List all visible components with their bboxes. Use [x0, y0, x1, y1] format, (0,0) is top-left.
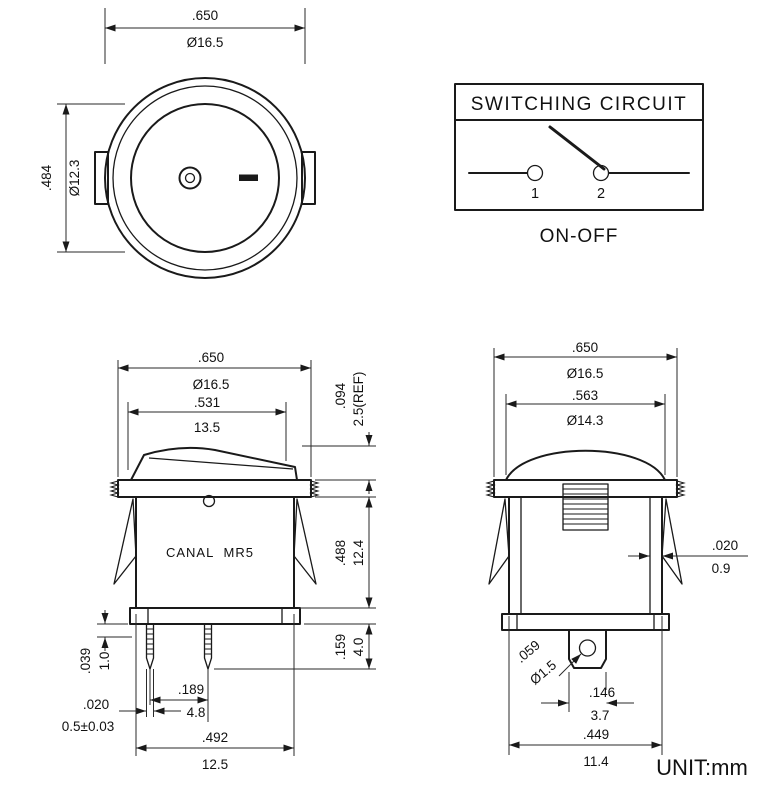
- side-view-dimensions: .650 Ø16.5 .531 13.5 .094 2.5(REF) .488 …: [62, 350, 376, 772]
- dim-body-height-inch: .488: [333, 540, 348, 566]
- dim-base-width-mm: 12.5: [202, 757, 228, 772]
- dim-pin-pitch-inch: .189: [178, 682, 204, 697]
- dim-rocker-width-inch: .531: [194, 395, 220, 410]
- dim-rocker-width-mm: 13.5: [194, 420, 220, 435]
- unit-note: UNIT:mm: [656, 755, 748, 780]
- terminal-pin-2: [203, 624, 213, 670]
- dim-terminal-width-mm: 3.7: [591, 708, 610, 723]
- side-view: CANAL MR5: [109, 446, 320, 670]
- switch-mode-label: ON-OFF: [540, 226, 619, 247]
- dim-dome-width-inch: .563: [572, 388, 598, 403]
- terminal-pin-1: [145, 624, 155, 670]
- dim-side-width-inch: .650: [198, 350, 224, 365]
- dim-pin-thickness-inch: .020: [83, 697, 109, 712]
- switching-circuit-panel: SWITCHING CIRCUIT 1 2 ON-OFF: [454, 83, 704, 247]
- dim-pin-pitch-mm: 4.8: [187, 705, 206, 720]
- bezel-flange: [117, 479, 312, 498]
- mounting-ear-left: [94, 151, 109, 205]
- on-symbol-dash: [239, 174, 258, 181]
- dim-front-height-inch: .484: [39, 164, 54, 191]
- mounting-ear-right: [301, 151, 316, 205]
- terminal-1-label: 1: [531, 186, 539, 202]
- rocker-profile: [130, 446, 298, 481]
- dim-pin-thickness-mm: 0.5±0.03: [62, 719, 114, 734]
- dim-front-height-mm: Ø12.3: [67, 160, 82, 197]
- dim-rear-width-inch: .650: [572, 340, 598, 355]
- flat-terminal: [568, 629, 607, 669]
- terminal-2-label: 2: [597, 186, 605, 202]
- bezel-outer-circle: [104, 77, 306, 279]
- dim-rear-width-mm: Ø16.5: [567, 366, 604, 381]
- dim-shoulder-inch: .039: [78, 648, 93, 674]
- off-symbol-dot: [184, 172, 196, 184]
- rocker-circle: [130, 103, 280, 253]
- dim-body-height-mm: 12.4: [351, 539, 366, 566]
- dim-terminal-width-inch: .146: [589, 685, 615, 700]
- dim-hole-mm: Ø1.5: [527, 657, 559, 687]
- rear-view: [485, 449, 686, 669]
- front-view-dimensions: .650 Ø16.5 .484 Ø12.3: [39, 8, 306, 253]
- off-symbol-ring: [178, 166, 202, 190]
- rocker-dome: [505, 449, 666, 481]
- dim-front-width-inch: .650: [192, 8, 218, 23]
- circuit-title: SWITCHING CIRCUIT: [471, 94, 688, 115]
- terminal-1-contact: [526, 164, 544, 182]
- bezel-inner-circle: [112, 85, 298, 271]
- dim-pin-length-mm: 4.0: [351, 638, 366, 657]
- dim-rocker-proj-mm: 2.5(REF): [351, 372, 366, 427]
- dim-pin-length-inch: .159: [333, 634, 348, 660]
- switch-lever: [548, 125, 606, 171]
- dim-dome-width-mm: Ø14.3: [567, 413, 604, 428]
- pivot-pin: [202, 494, 216, 508]
- snap-wing-left: [113, 498, 137, 585]
- base-flange-rear: [501, 613, 670, 631]
- dim-rear-base-mm: 11.4: [583, 754, 609, 769]
- dim-rocker-proj-inch: .094: [333, 382, 348, 409]
- circuit-box: [454, 83, 704, 211]
- dim-wall-thickness-inch: .020: [712, 538, 738, 553]
- dim-shoulder-mm: 1.0: [97, 652, 112, 671]
- dim-rear-base-inch: .449: [583, 727, 609, 742]
- dim-side-width-mm: Ø16.5: [193, 377, 230, 392]
- front-view: [94, 77, 316, 279]
- dim-hole-inch: .059: [513, 637, 543, 665]
- snap-wing-right: [293, 498, 317, 585]
- ribbed-actuator: [562, 483, 609, 531]
- dim-wall-thickness-mm: 0.9: [712, 561, 731, 576]
- rear-view-dimensions: .650 Ø16.5 .563 Ø14.3 .020 0.9 .059 Ø1.5…: [493, 340, 748, 769]
- brand-marking: CANAL MR5: [166, 545, 254, 560]
- base-flange: [129, 607, 301, 625]
- snap-wing-right-rear: [661, 498, 683, 585]
- snap-wing-left-rear: [488, 498, 510, 585]
- terminal-hole: [578, 639, 597, 657]
- dim-front-width-mm: Ø16.5: [187, 35, 224, 50]
- dim-base-width-inch: .492: [202, 730, 228, 745]
